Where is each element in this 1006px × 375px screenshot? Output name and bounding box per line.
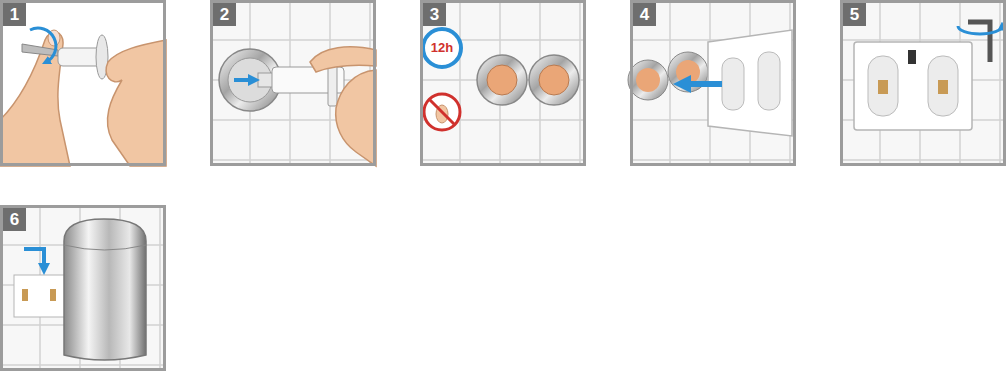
set-screw [908, 50, 916, 64]
disc-glue [487, 65, 517, 95]
step-number: 4 [633, 3, 656, 26]
tile-wall [420, 0, 586, 166]
step-panel: 2 [210, 0, 376, 166]
container-lid-line [64, 245, 146, 250]
step-number: 6 [3, 208, 26, 231]
step-1-art [0, 0, 166, 166]
step-panel: 1 [0, 0, 166, 166]
step-number: 5 [843, 3, 866, 26]
turn-arrow [958, 26, 1002, 34]
step-number: 1 [3, 3, 26, 26]
step-panel: 5 [840, 0, 1006, 166]
duration-label: 12h [426, 40, 458, 56]
disc-glue [539, 65, 569, 95]
disc-glue [676, 60, 700, 84]
step-panel: 3 [420, 0, 586, 166]
disc-glue [636, 68, 660, 92]
container [64, 219, 146, 360]
adhesive-disc [628, 60, 668, 100]
step-3-art [420, 0, 586, 166]
step-4-art [628, 0, 796, 166]
step-panel: 6 [0, 205, 166, 371]
tile-wall [0, 205, 166, 371]
screw [938, 80, 948, 94]
bracket-slot [758, 52, 780, 110]
press-arrow [234, 78, 254, 82]
bracket-slot [928, 56, 958, 116]
step-5-art [840, 0, 1006, 166]
mounting-bracket [854, 42, 972, 130]
hex-key [968, 22, 990, 62]
tile-wall [840, 0, 1006, 166]
mounting-bracket [14, 275, 70, 317]
mount-arrow [682, 81, 722, 87]
screw [50, 289, 56, 301]
clock-icon [423, 29, 461, 67]
adhesive-disc [477, 55, 527, 105]
screw [878, 80, 888, 94]
prohibition-icon [424, 94, 460, 130]
step-panel: 4 [630, 0, 796, 166]
right-hand [106, 40, 166, 166]
bracket-slot [722, 58, 744, 110]
hand-palm [336, 70, 376, 166]
step-number: 2 [213, 3, 236, 26]
adhesive-disc [529, 55, 579, 105]
tile-wall [630, 0, 796, 166]
step-2-art [210, 0, 376, 166]
bracket-slot [868, 56, 898, 116]
hand-finger [310, 47, 376, 72]
prohibition-slash [430, 100, 454, 124]
twist-arrow [30, 28, 56, 62]
screw [22, 289, 28, 301]
hang-arrow [24, 249, 44, 269]
tile-wall [210, 0, 376, 166]
step-number: 3 [423, 3, 446, 26]
panel-background [0, 0, 166, 166]
step-6-art [0, 205, 166, 371]
